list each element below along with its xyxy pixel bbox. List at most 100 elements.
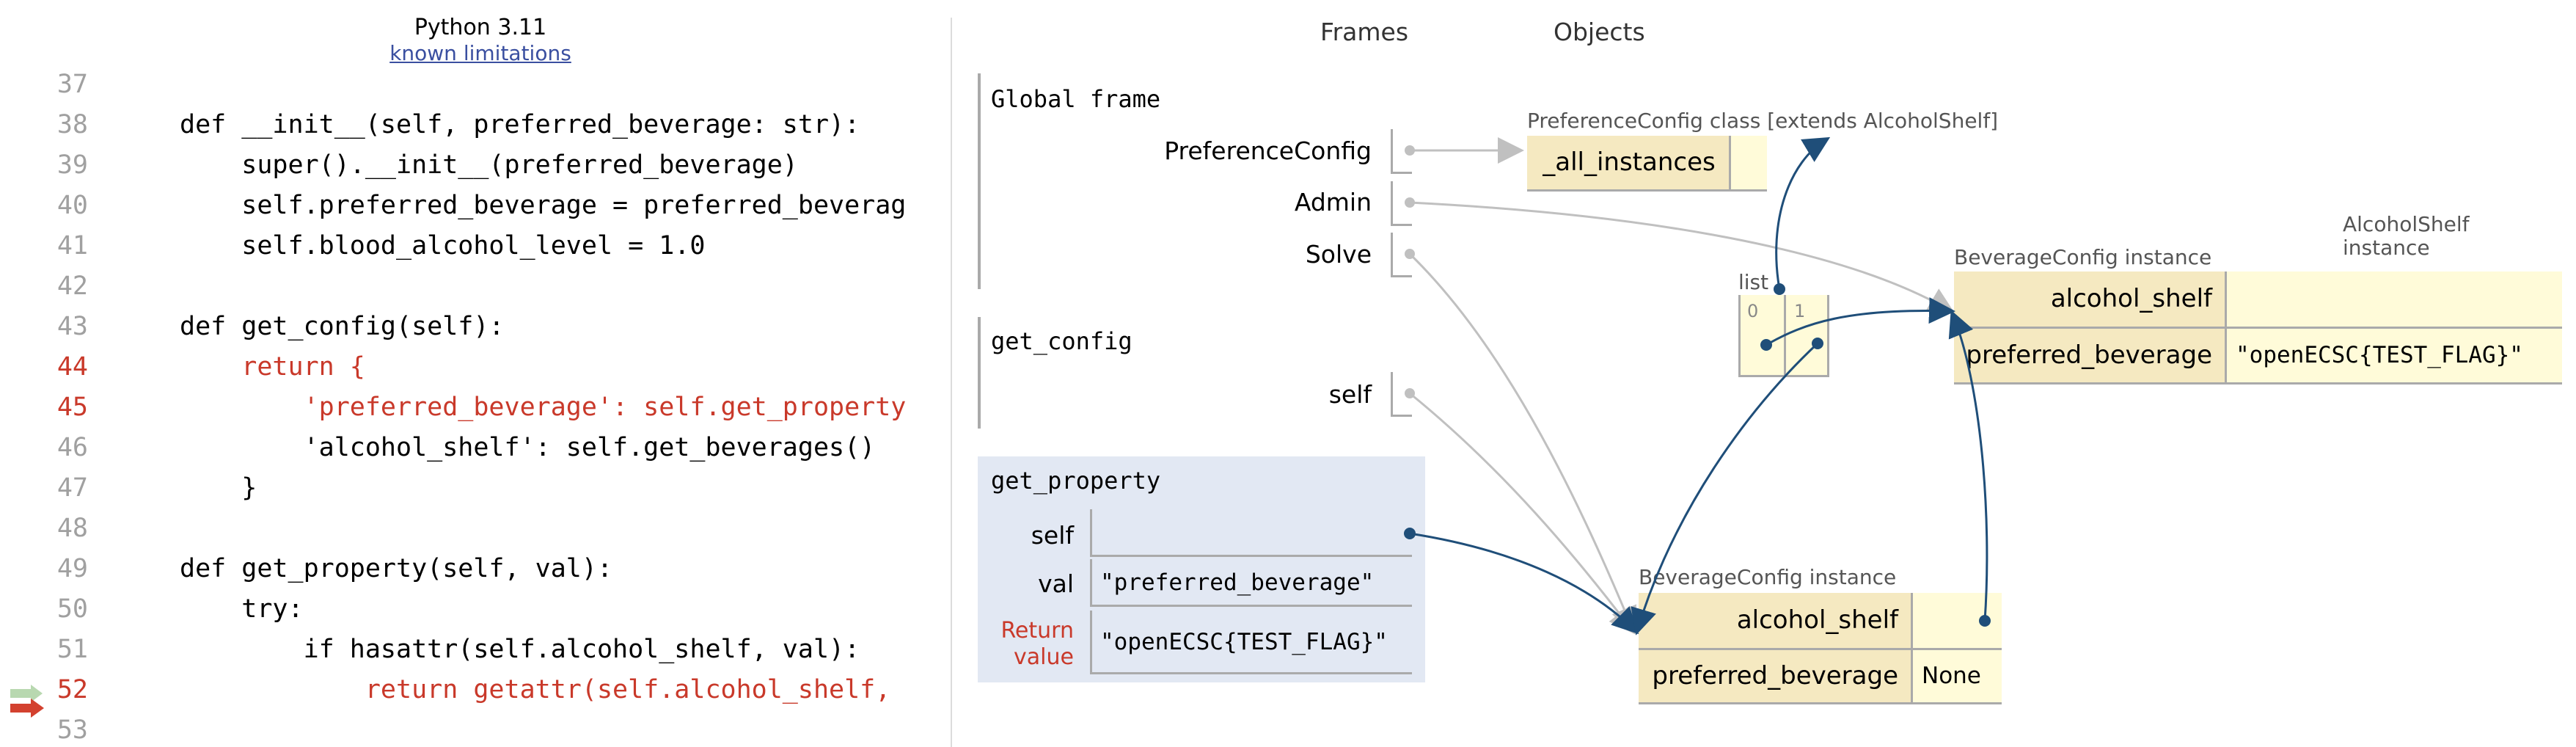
list-cell-1 bbox=[1784, 295, 1829, 377]
gp-val-string: "preferred_beverage" bbox=[1100, 569, 1375, 596]
code-listing: 37 38 def __init__(self, preferred_beverag… bbox=[0, 65, 946, 747]
line-text: def __init__(self, preferred_beverage: s… bbox=[180, 110, 860, 139]
bev-bottom-preferred-beverage-key: preferred_beverage bbox=[1639, 650, 1913, 704]
line-text: def get_property(self, val): bbox=[180, 554, 613, 583]
line-text: 'preferred_beverage': self.get_property bbox=[180, 393, 907, 422]
line-text: super().__init__(preferred_beverage) bbox=[180, 150, 798, 180]
beverageconfig-top-label: BeverageConfig instance bbox=[1954, 245, 2212, 269]
var-admin: Admin bbox=[1294, 188, 1372, 216]
list-index-1: 1 bbox=[1794, 301, 1806, 321]
code-line: 52 return getattr(self.alcohol_shelf, bbox=[0, 670, 946, 710]
line-number: 37 bbox=[56, 70, 88, 99]
all-instances-key: _all_instances bbox=[1527, 136, 1731, 192]
line-text: } bbox=[180, 473, 257, 503]
bev-top-alcohol-shelf-value bbox=[2225, 272, 2562, 329]
line-text: self.blood_alcohol_level = 1.0 bbox=[180, 231, 706, 260]
get-property-frame-title: get_property bbox=[991, 467, 1161, 495]
code-line: 46 'alcohol_shelf': self.get_beverages() bbox=[0, 428, 946, 468]
global-frame-title: Global frame bbox=[991, 85, 1161, 113]
gp-var-val: val bbox=[1038, 569, 1074, 598]
get-config-frame-border bbox=[978, 317, 981, 429]
list-index-0: 0 bbox=[1747, 301, 1759, 321]
var-solve: Solve bbox=[1305, 240, 1372, 269]
line-text: if hasattr(self.alcohol_shelf, val): bbox=[180, 635, 860, 664]
line-text: self.preferred_beverage = preferred_beve… bbox=[180, 191, 907, 220]
objects-heading: Objects bbox=[1554, 18, 1645, 46]
line-number: 45 bbox=[56, 393, 88, 422]
code-line: 38 def __init__(self, preferred_beverage:… bbox=[0, 105, 946, 145]
pointer-dot-get-config-self bbox=[1405, 388, 1415, 398]
pointer-dot-list-0 bbox=[1774, 283, 1785, 295]
var-preferenceconfig: PreferenceConfig bbox=[1164, 136, 1372, 165]
get-config-frame-title: get_config bbox=[991, 327, 1133, 355]
line-text: 'alcohol_shelf': self.get_beverages() bbox=[180, 433, 876, 462]
line-number: 50 bbox=[56, 594, 88, 624]
pointer-list-cell1 bbox=[1631, 342, 1819, 635]
line-number: 38 bbox=[56, 110, 88, 139]
bev-bottom-alcohol-shelf-key: alcohol_shelf bbox=[1639, 593, 1913, 650]
line-number: 42 bbox=[56, 272, 88, 301]
line-number: 41 bbox=[56, 231, 88, 260]
gp-return-value: "openECSC{TEST_FLAG}" bbox=[1100, 629, 1388, 655]
line-number: 51 bbox=[56, 635, 88, 664]
all-instances-value bbox=[1729, 136, 1767, 192]
get-property-frame bbox=[978, 456, 1425, 682]
line-text: return getattr(self.alcohol_shelf, bbox=[180, 675, 891, 704]
known-limitations-link[interactable]: known limitations bbox=[389, 41, 571, 65]
pointer-solve bbox=[1408, 252, 1637, 634]
code-line: 45 'preferred_beverage': self.get_proper… bbox=[0, 387, 946, 428]
var-admin-value bbox=[1391, 181, 1412, 226]
list-cell-0 bbox=[1738, 295, 1784, 377]
line-number: 49 bbox=[56, 554, 88, 583]
pointer-dot-solve bbox=[1405, 249, 1415, 259]
pointer-dot-alcohol-shelf bbox=[1979, 615, 1991, 627]
var-self: self bbox=[1328, 380, 1372, 409]
gp-return-label-line2: value bbox=[1014, 644, 1074, 670]
beverageconfig-bottom-label: BeverageConfig instance bbox=[1639, 565, 1897, 589]
bev-top-preferred-beverage-key: preferred_beverage bbox=[1954, 329, 2227, 385]
line-number: 53 bbox=[56, 715, 88, 745]
code-line: 49 def get_property(self, val): bbox=[0, 549, 946, 589]
bev-top-preferred-beverage-value: "openECSC{TEST_FLAG}" bbox=[2225, 329, 2562, 385]
gp-return-value-cell bbox=[1090, 611, 1412, 674]
frames-heading: Frames bbox=[1320, 18, 1409, 46]
line-text: def get_config(self): bbox=[180, 312, 505, 341]
gp-var-self-value bbox=[1090, 509, 1412, 557]
gp-return-label-line1: Return bbox=[1000, 618, 1074, 644]
bev-bottom-preferred-beverage-value: None bbox=[1911, 650, 2002, 704]
alcoholshelf-label-line2: instance bbox=[2343, 236, 2430, 260]
pointer-dot-gp-self bbox=[1404, 528, 1416, 539]
gp-return-label: Return value bbox=[983, 618, 1074, 671]
pointer-alcohol-shelf bbox=[1948, 310, 1988, 622]
code-line: 53 bbox=[0, 710, 946, 747]
line-number: 47 bbox=[56, 473, 88, 503]
previous-line-arrow-icon bbox=[10, 685, 43, 702]
pointer-get-config-self bbox=[1409, 392, 1636, 635]
var-self-value bbox=[1391, 372, 1412, 417]
line-number: 48 bbox=[56, 514, 88, 543]
code-line: 50 try: bbox=[0, 589, 946, 630]
code-line: 40 self.preferred_beverage = preferred_b… bbox=[0, 186, 946, 226]
line-number: 40 bbox=[56, 191, 88, 220]
pointer-gp-self bbox=[1409, 532, 1639, 635]
code-line: 47 } bbox=[0, 468, 946, 509]
global-frame-border bbox=[978, 73, 981, 289]
preferenceconfig-class-label: PreferenceConfig class [extends AlcoholS… bbox=[1527, 109, 1999, 133]
code-line: 39 super().__init__(preferred_beverage) bbox=[0, 145, 946, 186]
pointer-dot-admin bbox=[1405, 197, 1415, 208]
line-text: try: bbox=[180, 594, 304, 624]
alcoholshelf-instance-label: AlcoholShelf instance bbox=[2343, 213, 2470, 260]
python-version-label: Python 3.11 bbox=[414, 15, 547, 40]
pointer-list-cell0 bbox=[1765, 297, 1955, 346]
code-line: 51 if hasattr(self.alcohol_shelf, val): bbox=[0, 630, 946, 670]
list-label: list bbox=[1738, 270, 1769, 294]
alcoholshelf-label-line1: AlcoholShelf bbox=[2343, 212, 2470, 236]
gp-var-val-value bbox=[1090, 559, 1412, 607]
code-line: 41 self.blood_alcohol_level = 1.0 bbox=[0, 226, 946, 266]
line-number: 46 bbox=[56, 433, 88, 462]
var-solve-value bbox=[1391, 233, 1412, 277]
line-number: 52 bbox=[56, 675, 88, 704]
bev-top-alcohol-shelf-key: alcohol_shelf bbox=[1954, 272, 2227, 329]
